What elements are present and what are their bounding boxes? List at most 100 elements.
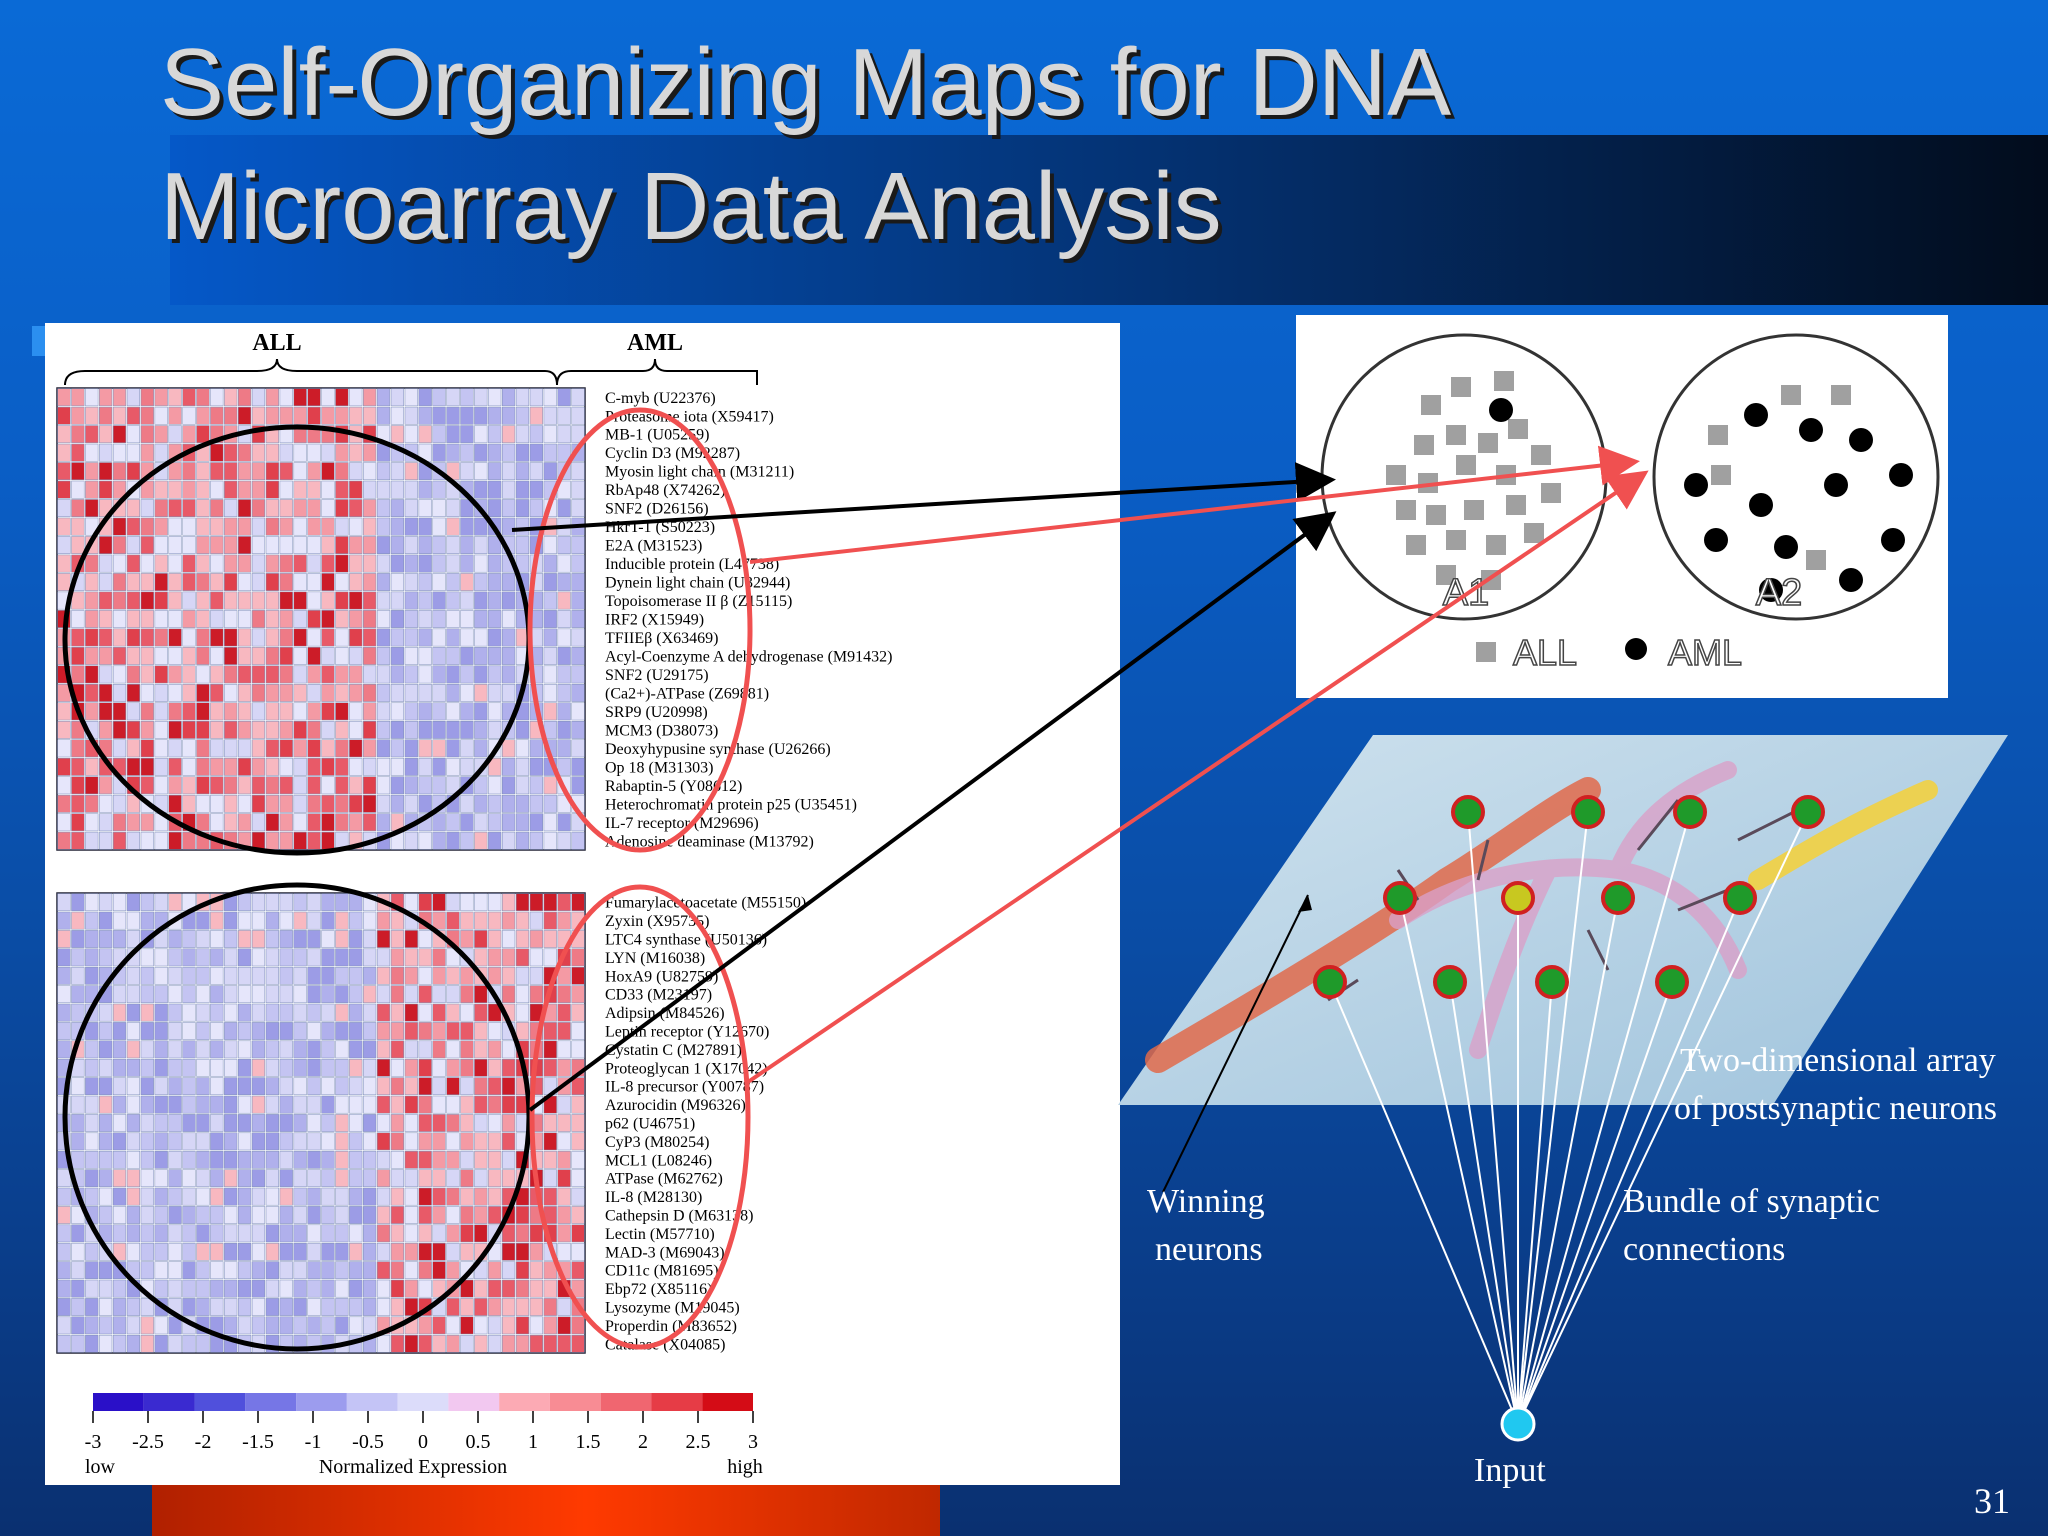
heatmap-cell bbox=[99, 1058, 113, 1077]
heatmap-cell bbox=[376, 1187, 391, 1206]
heatmap-cell bbox=[321, 1040, 335, 1059]
heatmap-cell bbox=[57, 1132, 71, 1151]
heatmap-cell bbox=[404, 1187, 418, 1206]
heatmap-cell bbox=[432, 1224, 446, 1243]
heatmap-cell bbox=[349, 425, 363, 444]
heatmap-cell bbox=[432, 1003, 446, 1022]
heatmap-cell bbox=[182, 930, 196, 948]
heatmap-cell bbox=[265, 1279, 279, 1298]
heatmap-cell bbox=[112, 1058, 127, 1077]
heatmap-cell bbox=[571, 591, 585, 610]
heatmap-cell bbox=[307, 1169, 321, 1188]
heatmap-cell bbox=[307, 1003, 321, 1022]
heatmap-cell bbox=[265, 388, 279, 407]
heatmap-cell bbox=[446, 757, 460, 776]
heatmap-cell bbox=[279, 1334, 293, 1353]
heatmap-cell bbox=[557, 1169, 571, 1188]
heatmap-cell bbox=[432, 462, 446, 481]
heatmap-cell bbox=[529, 1058, 543, 1077]
heatmap-cell bbox=[376, 628, 391, 647]
heatmap-cell bbox=[237, 628, 252, 647]
aml-sample-dot bbox=[1704, 528, 1728, 552]
heatmap-cell bbox=[265, 1077, 279, 1096]
heatmap-cell bbox=[265, 702, 279, 721]
heatmap-cell bbox=[251, 1003, 266, 1022]
heatmap-cell bbox=[446, 591, 460, 610]
heatmap-cell bbox=[571, 893, 585, 912]
heatmap-cell bbox=[418, 1058, 432, 1077]
scale-tick-label: -2.5 bbox=[132, 1431, 164, 1453]
heatmap-cell bbox=[224, 1316, 238, 1335]
heatmap-cell bbox=[85, 1224, 99, 1243]
heatmap-cell bbox=[515, 1003, 530, 1022]
heatmap-cell bbox=[404, 1150, 418, 1169]
neuron-node bbox=[1791, 795, 1825, 829]
heatmap-cell bbox=[196, 554, 210, 573]
cluster-label-a1: A1 bbox=[1443, 572, 1489, 614]
heatmap-cell bbox=[376, 966, 391, 985]
heatmap-cell bbox=[210, 573, 224, 591]
heatmap-cell bbox=[321, 813, 335, 832]
heatmap-cell bbox=[168, 720, 182, 739]
heatmap-cell bbox=[154, 1316, 168, 1335]
heatmap-cell bbox=[224, 1022, 238, 1040]
heatmap-cell bbox=[529, 813, 543, 832]
heatmap-cell bbox=[390, 1150, 405, 1169]
heatmap-cell bbox=[210, 536, 224, 554]
heatmap-cell bbox=[196, 1077, 210, 1096]
gene-label: MCL1 (L08246) bbox=[605, 1152, 712, 1169]
heatmap-cell bbox=[168, 462, 182, 481]
heatmap-cell bbox=[71, 1261, 85, 1280]
heatmap-cell bbox=[460, 443, 474, 462]
heatmap-cell bbox=[85, 388, 99, 407]
heatmap-cell bbox=[85, 536, 99, 554]
heatmap-cell bbox=[515, 554, 530, 573]
heatmap-cell bbox=[71, 1279, 85, 1298]
gene-label: HoxA9 (U82759) bbox=[605, 968, 718, 985]
heatmap-cell bbox=[210, 930, 224, 948]
heatmap-cell bbox=[543, 1206, 557, 1224]
heatmap-cell bbox=[293, 647, 307, 665]
heatmap-cell bbox=[85, 948, 99, 967]
heatmap-cell bbox=[321, 893, 335, 912]
heatmap-cell bbox=[321, 1095, 335, 1114]
heatmap-cell bbox=[432, 1206, 446, 1224]
heatmap-cell bbox=[99, 388, 113, 407]
heatmap-cell bbox=[418, 702, 432, 721]
heatmap-cell bbox=[57, 1095, 71, 1114]
heatmap-cell bbox=[154, 443, 168, 462]
heatmap-cell bbox=[363, 1150, 377, 1169]
heatmap-cell bbox=[349, 684, 363, 702]
heatmap-cell bbox=[390, 425, 405, 444]
heatmap-cell bbox=[460, 1003, 474, 1022]
heatmap-cell bbox=[279, 536, 293, 554]
heatmap-cell bbox=[140, 930, 154, 948]
heatmap-cell bbox=[182, 628, 196, 647]
heatmap-cell bbox=[349, 948, 363, 967]
heatmap-cell bbox=[446, 628, 460, 647]
heatmap-cell bbox=[543, 573, 557, 591]
heatmap-cell bbox=[237, 930, 252, 948]
heatmap-cell bbox=[349, 480, 363, 499]
heatmap-cell bbox=[501, 480, 516, 499]
heatmap-cell bbox=[488, 794, 502, 813]
heatmap-cell bbox=[85, 911, 99, 930]
heatmap-cell bbox=[210, 720, 224, 739]
scale-tick-label: -1.5 bbox=[242, 1431, 274, 1453]
heatmap-cell bbox=[446, 499, 460, 518]
heatmap-cell bbox=[224, 499, 238, 518]
heatmap-cell bbox=[182, 406, 196, 425]
heatmap-cell bbox=[432, 1169, 446, 1188]
heatmap-cell bbox=[57, 893, 71, 912]
gene-label: Cyclin D3 (M92287) bbox=[605, 445, 740, 462]
heatmap-cell bbox=[210, 1095, 224, 1114]
heatmap-cell bbox=[224, 757, 238, 776]
heatmap-cell bbox=[112, 499, 127, 518]
heatmap-cell bbox=[251, 966, 266, 985]
heatmap-cell bbox=[376, 1095, 391, 1114]
heatmap-cell bbox=[265, 1040, 279, 1059]
neuron-node bbox=[1655, 965, 1689, 999]
heatmap-cell bbox=[196, 739, 210, 758]
heatmap-cell bbox=[557, 480, 571, 499]
heatmap-cell bbox=[543, 720, 557, 739]
